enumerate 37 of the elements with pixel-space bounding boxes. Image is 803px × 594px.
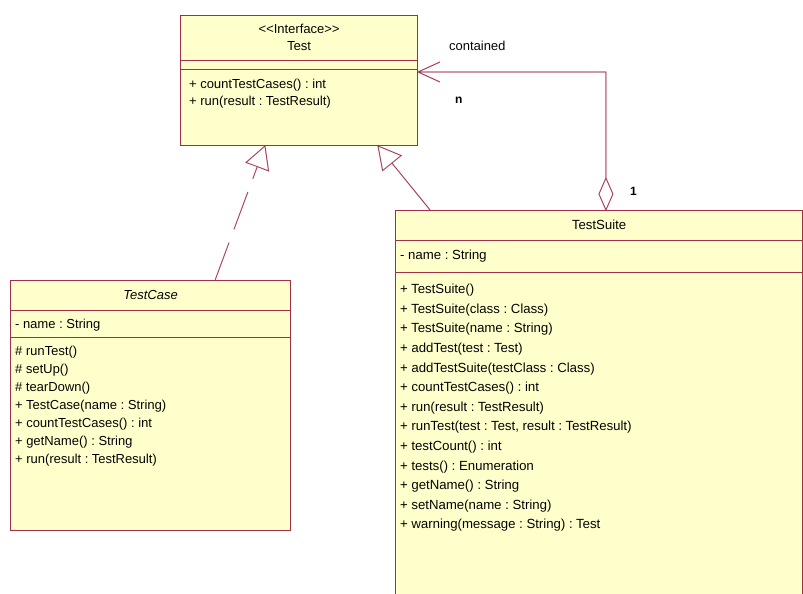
operation: + warning(message : String) : Test [400,515,600,534]
operation: + run(result : TestResult) [400,398,544,416]
operation: + countTestCases() : int [15,414,152,432]
operation: + countTestCases() : int [189,75,326,92]
operation: + run(result : TestResult) [15,450,157,468]
operation: + getName() : String [15,432,132,450]
multiplicity: 1 [630,184,637,198]
class-box [180,15,418,146]
operation: + addTestSuite(testClass : Class) [400,358,595,377]
attribute: - name : String [400,246,486,264]
class-box [395,210,803,594]
operation: + setName(name : String) [400,496,552,514]
attribute: - name : String [15,315,100,333]
aggregation-arrow [418,61,614,210]
realization-arrow [214,146,270,280]
operation: # runTest() [15,342,78,360]
operation: + TestSuite() [400,280,474,298]
edge-label: contained [448,38,506,53]
operation: + getName() : String [400,476,520,494]
class-name: TestCase [123,286,178,304]
multiplicity: n [455,92,462,106]
operation: + addTest(test : Test) [400,338,523,357]
operation: + run(result : TestResult) [189,92,331,109]
operation: + runTest(test : Test, result : TestResult) [400,417,632,436]
class-name: TestSuite [572,216,626,234]
operation: + TestSuite(name : String) [400,319,553,338]
stereotype: <<Interface>> [258,20,340,37]
class-box [10,280,291,531]
operation: + tests() : Enumeration [400,456,534,475]
operation: + TestSuite(class : Class) [400,300,548,318]
operation: + testCount() : int [400,436,502,455]
operation: # setUp() [15,360,68,378]
operation: + TestCase(name : String) [15,396,166,414]
operation: # tearDown() [15,378,90,396]
generalization-arrow [378,146,431,210]
operation: + countTestCases() : int [400,378,539,396]
class-name: Test [287,37,311,54]
